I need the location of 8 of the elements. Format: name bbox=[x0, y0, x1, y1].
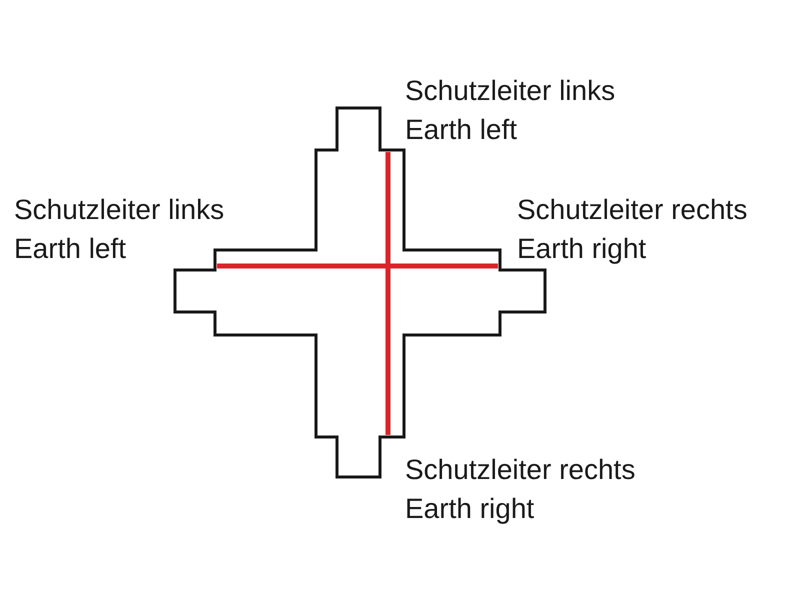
conductor-label: Earth left bbox=[14, 232, 126, 266]
conductor-label: Earth right bbox=[405, 492, 534, 526]
conductor-label: Earth right bbox=[517, 232, 646, 266]
conductor-label: Schutzleiter rechts bbox=[405, 453, 636, 487]
conductor-label: Schutzleiter rechts bbox=[517, 193, 748, 227]
conductor-label: Schutzleiter links bbox=[405, 74, 616, 108]
conductor-label: Earth left bbox=[405, 113, 518, 147]
conductor-label: Schutzleiter links bbox=[14, 193, 224, 227]
